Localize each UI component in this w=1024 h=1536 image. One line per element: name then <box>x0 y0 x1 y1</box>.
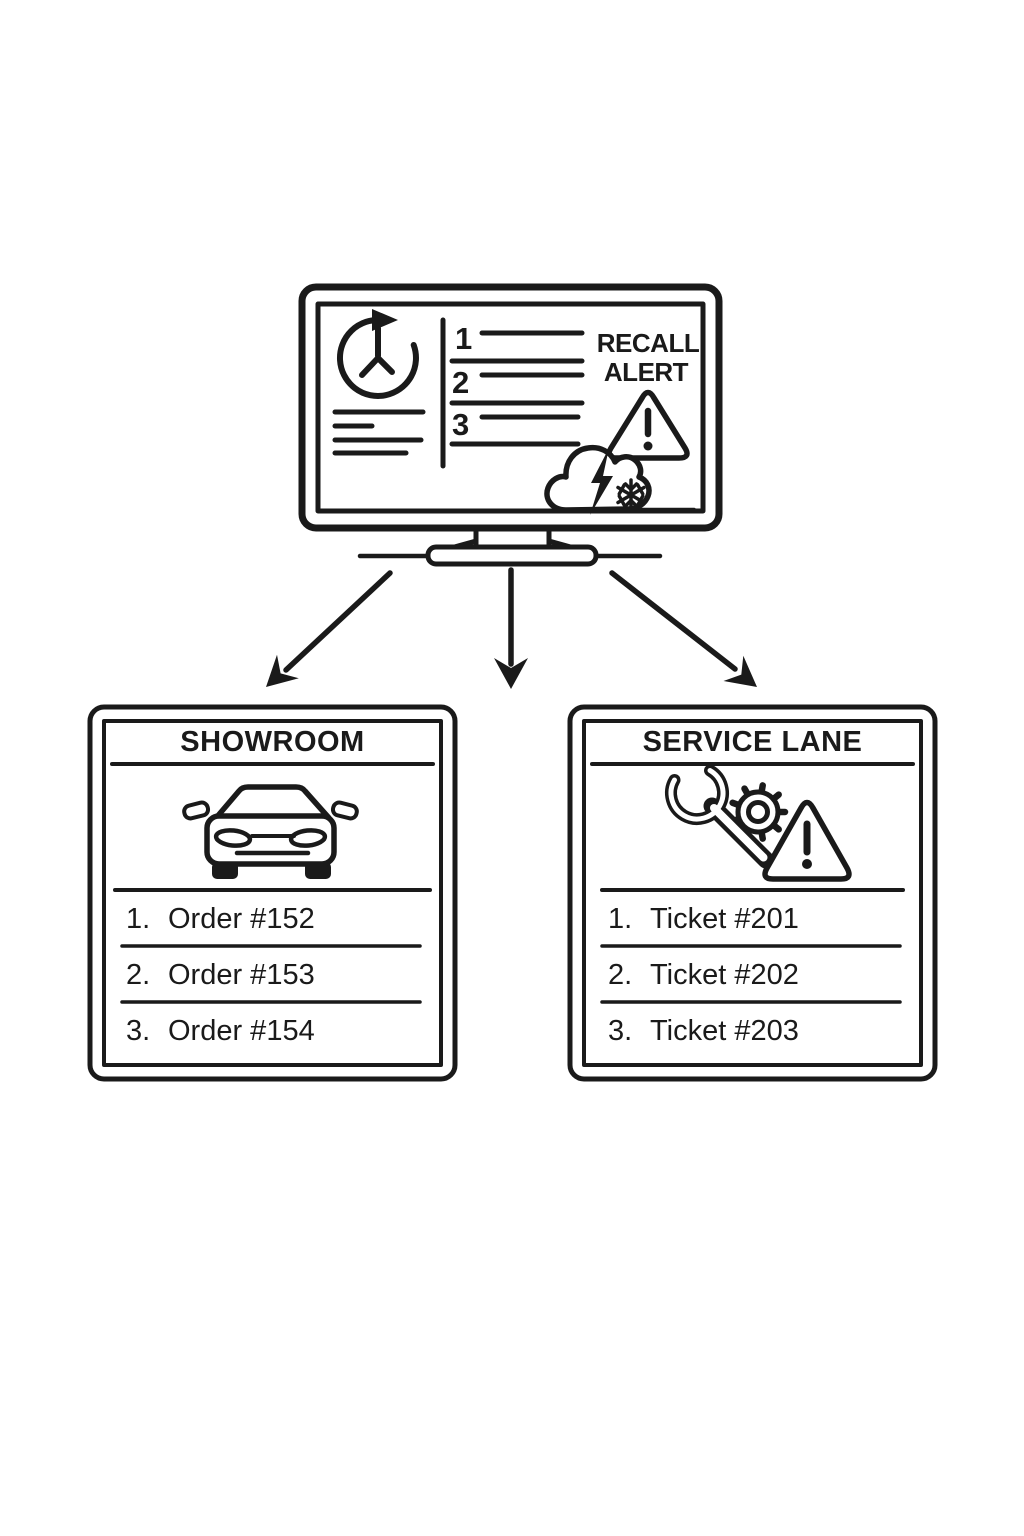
showroom-queue-row: 1. Order #152 <box>126 891 436 947</box>
monitor-frame <box>298 283 723 532</box>
service-lane-title: SERVICE LANE <box>642 726 863 758</box>
row-label: Order #154 <box>168 1014 315 1047</box>
car-headlight-right <box>288 828 328 848</box>
recall-alert-line1: RECALL <box>597 328 700 358</box>
monitor-stand <box>357 525 663 567</box>
showroom-title: SHOWROOM <box>180 726 365 758</box>
snowflake-icon <box>616 478 646 512</box>
row-number: 1. <box>608 902 633 935</box>
car-mirror-left <box>182 800 211 821</box>
showroom-panel-border <box>87 704 458 1082</box>
lightning-icon <box>590 448 613 515</box>
row-number: 2. <box>608 958 633 991</box>
row-label: Ticket #203 <box>650 1014 799 1047</box>
warning-triangle-icon <box>762 799 852 882</box>
car-icon <box>182 784 359 879</box>
flow-arrow-middle <box>494 567 528 689</box>
warning-triangle-icon <box>606 389 690 461</box>
recall-alert-line2: ALERT <box>604 357 689 387</box>
flow-arrow-right <box>609 570 757 687</box>
flow-arrow-left <box>266 570 393 687</box>
row-number: 3. <box>126 1014 151 1047</box>
showroom-queue-row: 3. Order #154 <box>126 1003 436 1059</box>
queue-number-1: 1 <box>455 321 472 356</box>
row-label: Order #152 <box>168 902 315 935</box>
service-queue-row: 3. Ticket #203 <box>608 1003 918 1059</box>
car-cabin <box>213 784 332 821</box>
row-label: Order #153 <box>168 958 315 991</box>
car-headlight-left <box>213 828 253 848</box>
row-number: 3. <box>608 1014 633 1047</box>
car-mirror-right <box>330 800 359 821</box>
queue-number-3: 3 <box>452 407 469 442</box>
row-label: Ticket #201 <box>650 902 799 935</box>
screen-text-lines <box>332 409 426 456</box>
wrench-icon <box>665 764 775 869</box>
service-queue-row: 2. Ticket #202 <box>608 947 918 1003</box>
service-lane-panel-border <box>567 704 938 1082</box>
row-label: Ticket #202 <box>650 958 799 991</box>
queue-number-2: 2 <box>452 365 469 400</box>
monitor-screen <box>315 301 706 514</box>
queue-list-lines <box>449 330 585 447</box>
row-number: 1. <box>126 902 151 935</box>
history-clock-icon <box>337 309 419 399</box>
service-queue-row: 1. Ticket #201 <box>608 891 918 947</box>
showroom-queue-row: 2. Order #153 <box>126 947 436 1003</box>
row-number: 2. <box>126 958 151 991</box>
